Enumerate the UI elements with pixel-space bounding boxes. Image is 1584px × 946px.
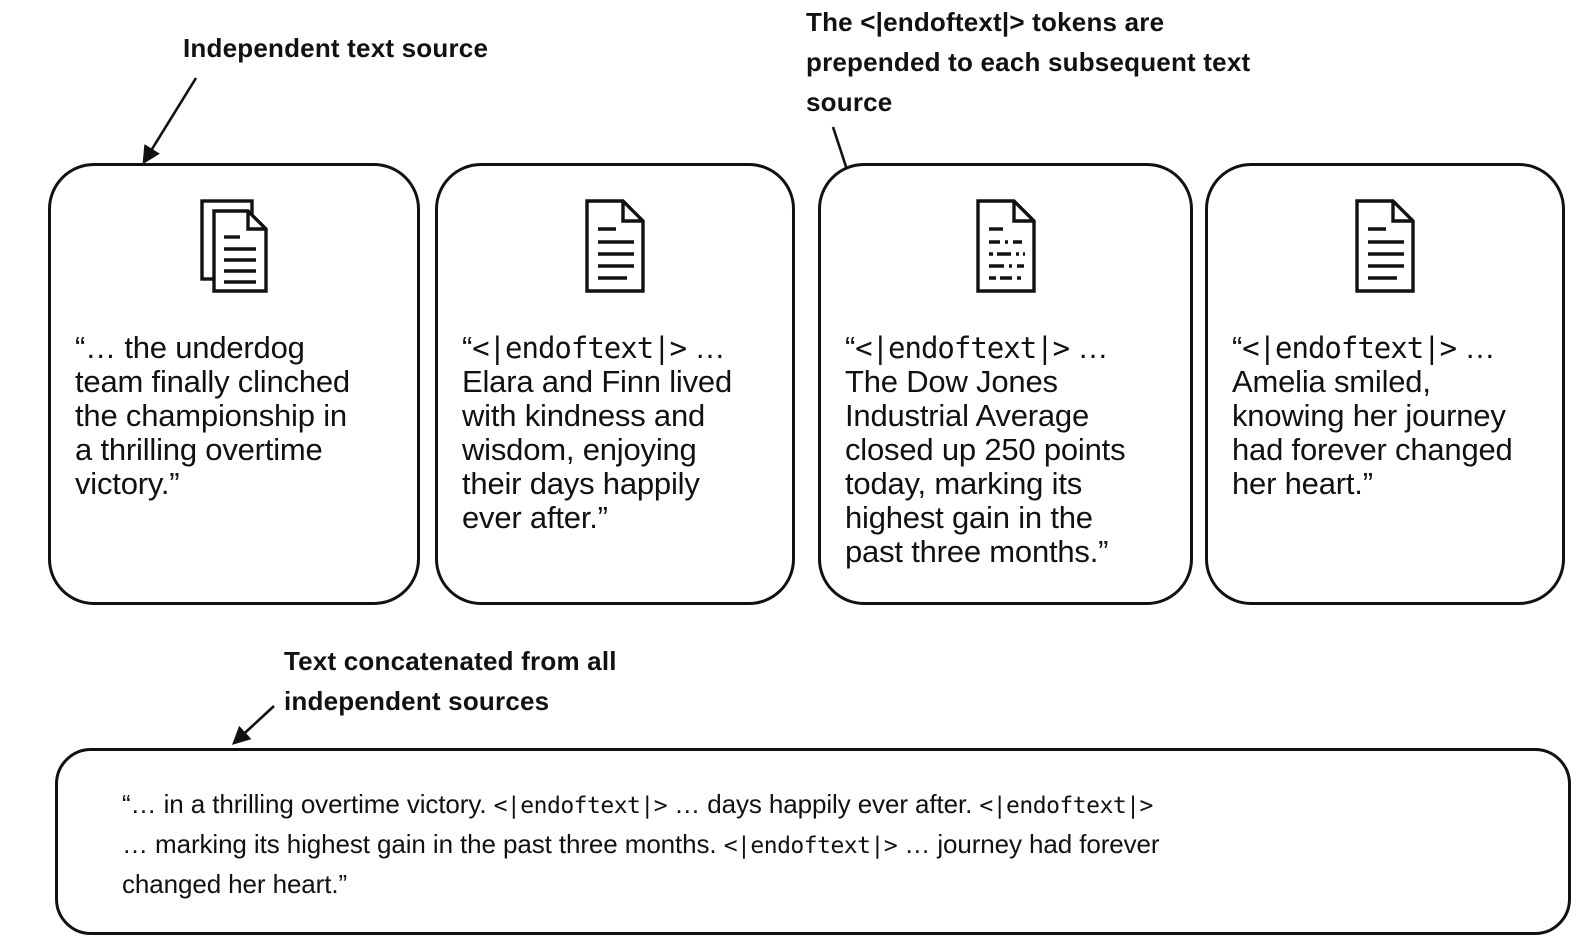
arrow-to-concat-box — [231, 705, 275, 745]
label-text-concatenated: Text concatenated from all independent s… — [284, 646, 617, 716]
document-dashed-icon — [975, 199, 1036, 293]
arrow-to-card-1 — [142, 77, 198, 165]
card-4-quote: “<|endoftext|> …Amelia smiled,knowing he… — [1232, 330, 1513, 501]
concatenated-text-box: “… in a thrilling overtime victory. <|en… — [55, 748, 1571, 935]
label-independent-text-source: Independent text source — [183, 33, 489, 63]
document-icon — [585, 199, 645, 293]
document-icon — [1355, 199, 1415, 293]
label-endoftext-prepended: The <|endoftext|> tokens are prepended t… — [806, 7, 1251, 117]
documents-copy-icon — [200, 199, 268, 293]
text-source-card-4: “<|endoftext|> …Amelia smiled,knowing he… — [1205, 163, 1565, 605]
concatenated-text: “… in a thrilling overtime victory. <|en… — [122, 789, 1160, 899]
